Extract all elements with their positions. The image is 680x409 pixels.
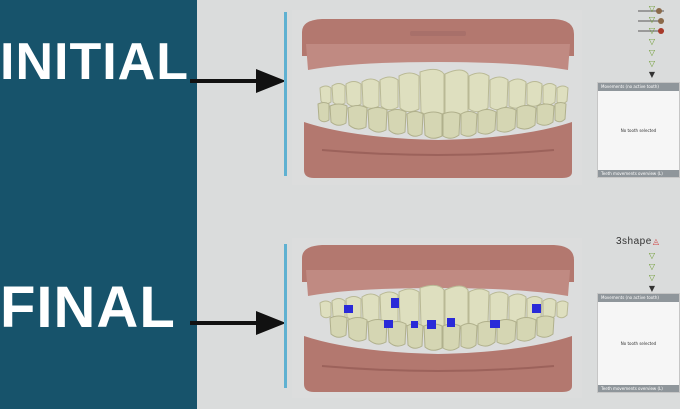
timeline-marker [284, 244, 287, 388]
triangle-down-icon[interactable]: ▽ [648, 262, 656, 271]
initial-label: INITIAL [0, 33, 189, 91]
software-side-panel: ▽ ▽ ▽ ▽ ▽ ▽ ▼ Movements (no active tooth… [590, 0, 680, 409]
opacity-slider[interactable] [638, 28, 664, 34]
triangle-down-icon[interactable]: ▽ [648, 273, 656, 282]
movements-overview-toggle[interactable]: Teeth movements overview (L) [598, 170, 679, 177]
triangle-down-icon[interactable]: ▽ [648, 251, 656, 260]
movements-panel: Movements (no active tooth) No tooth sel… [597, 293, 680, 393]
no-tooth-message: No tooth selected [620, 341, 657, 346]
timeline-marker [284, 12, 287, 176]
movements-title: Movements (no active tooth) [598, 294, 679, 302]
triangle-down-icon[interactable]: ▽ [648, 59, 656, 68]
opacity-slider[interactable] [638, 18, 664, 24]
initial-model-view[interactable] [292, 10, 582, 185]
movements-title: Movements (no active tooth) [598, 83, 679, 91]
triangle-icon: ◬ [652, 237, 660, 246]
final-dental-model [302, 245, 574, 392]
triangle-down-icon[interactable]: ▽ [648, 37, 656, 46]
attachment-markers [344, 298, 541, 329]
view-tools: ▽ ▽ ▽ ▼ [646, 251, 658, 295]
opacity-slider[interactable] [638, 8, 664, 14]
brand-logo: 3shape◬ [616, 236, 660, 247]
triangle-down-icon[interactable]: ▽ [648, 15, 656, 24]
initial-dental-model [302, 19, 574, 178]
left-title-band [0, 0, 197, 409]
arrow-right-icon [190, 69, 286, 93]
triangle-down-icon[interactable]: ▼ [648, 70, 656, 79]
arrow-right-icon [190, 311, 286, 335]
movements-panel: Movements (no active tooth) No tooth sel… [597, 82, 680, 178]
movements-overview-toggle[interactable]: Teeth movements overview (L) [598, 385, 679, 392]
final-model-view[interactable] [292, 238, 582, 398]
triangle-down-icon[interactable]: ▼ [648, 284, 656, 293]
triangle-down-icon[interactable]: ▽ [648, 48, 656, 57]
triangle-down-icon[interactable]: ▽ [648, 4, 656, 13]
view-tools: ▽ ▽ ▽ ▽ ▽ ▽ ▼ [646, 4, 658, 81]
triangle-down-icon[interactable]: ▽ [648, 26, 656, 35]
no-tooth-message: No tooth selected [620, 128, 657, 133]
final-label: FINAL [0, 275, 176, 340]
